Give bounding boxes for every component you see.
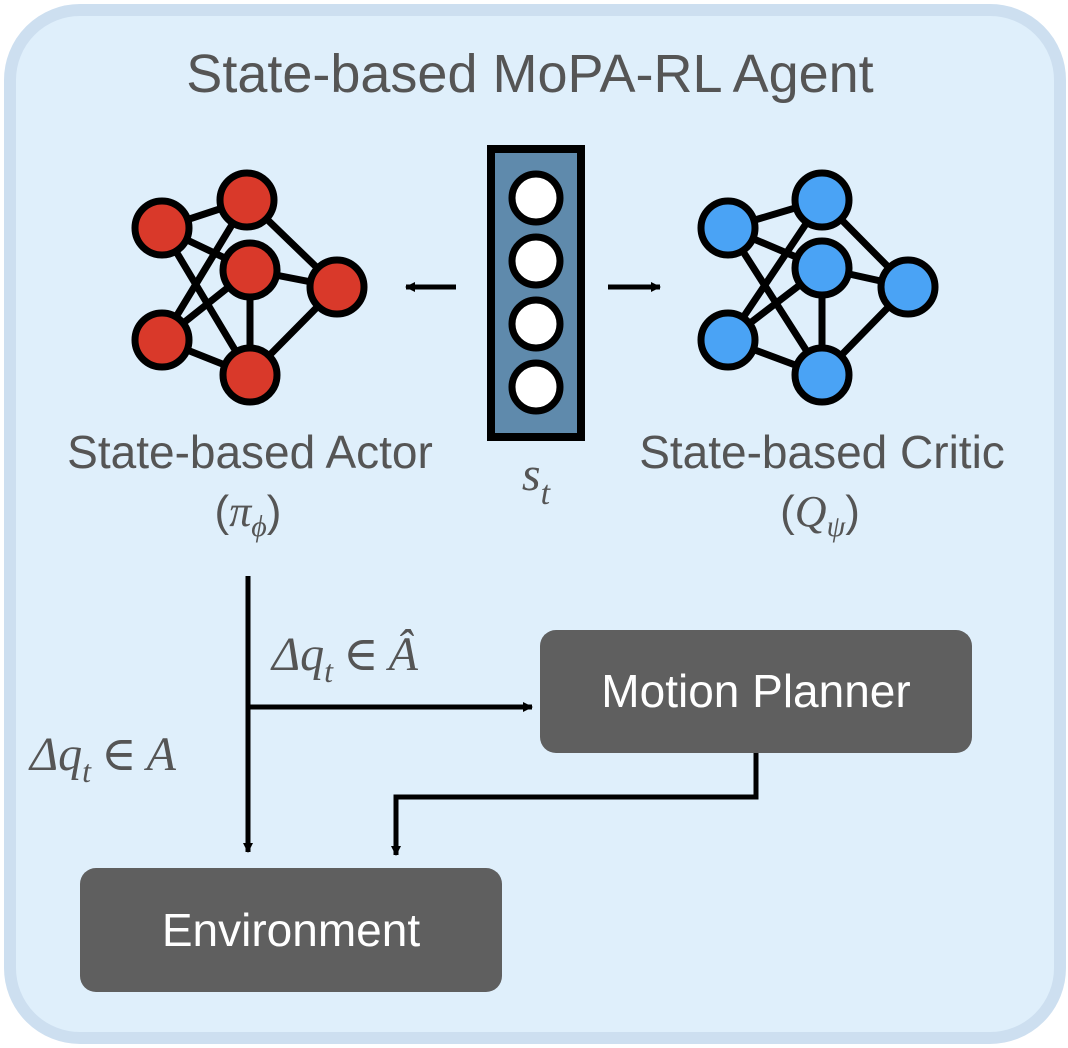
critic-node (877, 256, 939, 318)
agent-title: State-based MoPA-RL Agent (186, 44, 873, 104)
environment-action-label: Δqt∈A (28, 728, 177, 789)
critic-node (697, 197, 759, 259)
actor-name-label: State-based Actor (67, 426, 433, 478)
actor-node (131, 197, 193, 259)
actor-node (219, 344, 281, 406)
state-node (508, 170, 564, 226)
actor-node (131, 309, 193, 371)
state-label: st (522, 448, 552, 512)
motion-planner-box (540, 630, 972, 753)
motion-planner-label: Motion Planner (601, 665, 910, 717)
actor-node (219, 239, 281, 301)
planner-to-environment-arrow (391, 752, 759, 856)
actor-node (306, 256, 368, 318)
state-node (508, 296, 564, 352)
critic-network-icon (697, 169, 939, 406)
planner-action-label: Δqt∈Â (270, 628, 419, 689)
state-node (508, 359, 564, 415)
actor-symbol-label: (πϕ) (215, 487, 282, 543)
state-node (508, 233, 564, 289)
environment-label: Environment (162, 904, 420, 956)
critic-node (791, 237, 853, 299)
critic-symbol-label: (Qψ) (780, 487, 860, 543)
critic-name-label: State-based Critic (639, 426, 1005, 478)
critic-node (791, 344, 853, 406)
critic-node (791, 169, 853, 231)
state-vector-nodes (508, 170, 564, 415)
critic-node (697, 309, 759, 371)
environment-box (80, 868, 502, 992)
actor-node (216, 169, 278, 231)
actor-network-icon (131, 169, 368, 406)
